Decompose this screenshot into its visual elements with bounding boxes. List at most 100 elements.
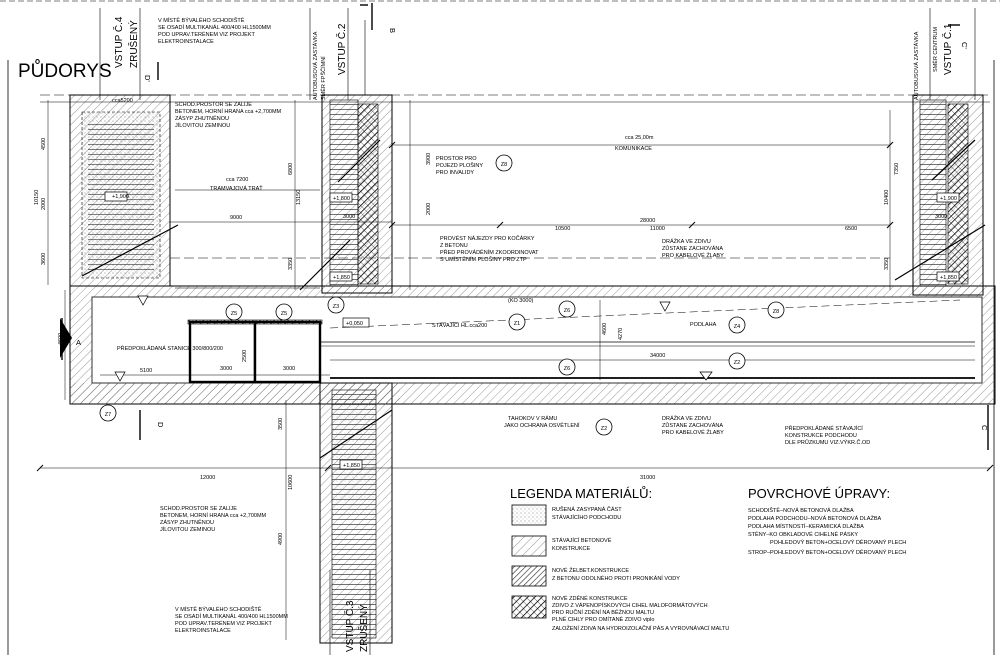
svg-text:ZÁSYP ZHUTNĚNOU: ZÁSYP ZHUTNĚNOU (175, 114, 229, 122)
svg-text:POJEZD PLOŠINY: POJEZD PLOŠINY (436, 162, 483, 169)
svg-text:10150: 10150 (34, 190, 40, 205)
section-d-prime: D' (143, 75, 152, 82)
svg-text:cca5200: cca5200 (112, 98, 133, 104)
entrance-c1-label: VSTUP Č.1 (941, 23, 954, 75)
svg-text:ZŮSTANE ZACHOVÁNA: ZŮSTANE ZACHOVÁNA (662, 422, 723, 429)
svg-text:10400: 10400 (884, 190, 890, 205)
bus-stop-right: AUTOBUSOVÁ ZASTÁVKA (913, 31, 920, 100)
svg-text:12000: 12000 (200, 475, 215, 481)
svg-text:POHLEDOVÝ BETON+OCELOVÝ DĚROVA: POHLEDOVÝ BETON+OCELOVÝ DĚROVANÝ PLECH (770, 538, 906, 546)
station-label: PŘEDPOKLÁDANÁ STANICE 300/800/200 (117, 344, 223, 352)
svg-text:V MÍSTĚ BÝVALÉHO SCHODIŠTĚ: V MÍSTĚ BÝVALÉHO SCHODIŠTĚ (175, 605, 262, 613)
road-width: cca 25,00m (625, 135, 654, 141)
svg-text:4600: 4600 (602, 323, 608, 335)
section-c: C (980, 425, 989, 431)
svg-text:POD UPRAV.TERÉNEM VIZ PROJEKT: POD UPRAV.TERÉNEM VIZ PROJEKT (175, 620, 273, 627)
legend-item-2: STÁVAJÍCÍ BETONOVÉ KONSTRUKCE (552, 537, 612, 552)
svg-text:PROSTOR PRO: PROSTOR PRO (436, 156, 477, 162)
svg-text:9000: 9000 (230, 215, 242, 221)
svg-text:PRO KABELOVÉ ŽLABY: PRO KABELOVÉ ŽLABY (662, 251, 724, 259)
svg-text:PLNÉ CIHLY PRO OMÍTANÉ ZDIVO: PLNÉ CIHLY PRO OMÍTANÉ ZDIVO viplo (552, 616, 654, 623)
svg-text:3000: 3000 (220, 366, 232, 372)
entrance-c3-label: VSTUP Č.3 (343, 600, 356, 652)
svg-text:2000: 2000 (426, 203, 432, 215)
note-bottom-fill: SCHOD.PROSTOR SE ZALIJE BETONEM, HORNÍ H… (160, 506, 267, 533)
svg-text:+1,850: +1,850 (343, 463, 360, 469)
svg-text:Z1: Z1 (514, 321, 520, 327)
svg-text:JAKO OCHRANA OSVĚTLENÍ: JAKO OCHRANA OSVĚTLENÍ (504, 421, 580, 429)
svg-text:BETONEM, HORNÍ HRANA cca +2,70: BETONEM, HORNÍ HRANA cca +2,700MM (160, 512, 267, 519)
svg-text:Z7: Z7 (105, 412, 111, 418)
svg-text:TAHOKOV V RÁMU: TAHOKOV V RÁMU (508, 415, 557, 422)
svg-text:STÁVAJÍCÍHO PODCHODU: STÁVAJÍCÍHO PODCHODU (552, 514, 621, 521)
surfaces-title: POVRCHOVÉ ÚPRAVY: (748, 486, 890, 501)
svg-text:SE OSADÍ MULTIKANÁL 400/400 HL: SE OSADÍ MULTIKANÁL 400/400 HL1500MM (158, 24, 271, 31)
svg-text:Z5: Z5 (231, 311, 237, 317)
svg-text:7350: 7350 (894, 163, 900, 175)
svg-text:2500: 2500 (242, 350, 248, 362)
svg-text:Z2: Z2 (734, 360, 740, 366)
svg-text:PROVÉST NÁJEZDY PRO KOČÁRKY: PROVÉST NÁJEZDY PRO KOČÁRKY (440, 235, 535, 242)
bus-stop-right-direction: SMĚR CENTRUM (931, 27, 939, 72)
section-d: D (156, 422, 165, 428)
svg-text:3000: 3000 (343, 214, 355, 220)
note-groove-bottom: DRÁŽKA VE ZDIVU ZŮSTANE ZACHOVÁNA PRO KA… (662, 414, 724, 436)
svg-text:STÁVAJÍCÍ BETONOVÉ: STÁVAJÍCÍ BETONOVÉ (552, 537, 612, 544)
svg-text:PODLAHA PODCHODU–NOVÁ BETONOVÁ: PODLAHA PODCHODU–NOVÁ BETONOVÁ DLAŽBA (748, 514, 881, 522)
svg-text:13150: 13150 (296, 190, 302, 205)
svg-text:KONSTRUKCE PODCHODU: KONSTRUKCE PODCHODU (785, 433, 857, 439)
svg-text:3600: 3600 (41, 253, 47, 265)
vertical-dimension-labels: 4500 10150 2000 3600 6800 13150 3350 390… (34, 138, 900, 545)
svg-text:+1,850: +1,850 (333, 275, 350, 281)
svg-text:4600: 4600 (58, 333, 64, 345)
note-platform: PROSTOR PRO POJEZD PLOŠINY PRO INVALIDY (436, 156, 483, 176)
svg-text:Z8: Z8 (773, 309, 779, 315)
floor-label: PODLAHA (690, 322, 717, 328)
tram-label: TRAMVAJOVÁ TRAŤ (210, 184, 263, 192)
plan-title: PŮDORYS (18, 60, 112, 82)
svg-text:STĚNY–KO OBKLADOVÉ CIHELNÉ PÁS: STĚNY–KO OBKLADOVÉ CIHELNÉ PÁSKY (748, 530, 858, 538)
bus-stop-left-direction: SMĚR FPŠČÍMNÍ (319, 56, 327, 100)
note-top-stair: V MÍSTĚ BÝVALÉHO SCHODIŠTĚ SE OSADÍ MULT… (158, 16, 271, 45)
svg-text:3000: 3000 (935, 214, 947, 220)
note-ramp: PROVÉST NÁJEZDY PRO KOČÁRKY Z BETONU PŘE… (440, 235, 539, 263)
svg-text:PŘED PROVÁDĚNÍM ZKOORDINOVAT: PŘED PROVÁDĚNÍM ZKOORDINOVAT (440, 248, 539, 256)
svg-text:Z BETONU: Z BETONU (440, 243, 468, 249)
svg-text:3350: 3350 (884, 258, 890, 270)
svg-text:ELEKTROINSTALACE: ELEKTROINSTALACE (175, 628, 231, 634)
svg-text:+1,850: +1,850 (940, 275, 957, 281)
svg-text:JÍLOVITOU ZEMINOU: JÍLOVITOU ZEMINOU (160, 526, 215, 533)
svg-text:Z6: Z6 (564, 366, 570, 372)
svg-text:ZALOŽENÍ ZDIVA NA HYDROIZOLAČN: ZALOŽENÍ ZDIVA NA HYDROIZOLAČNÍ PÁS A VY… (552, 624, 729, 632)
legend-item-1: RUŠENÁ ZASYPANÁ ČÁST STÁVAJÍCÍHO PODCHOD… (552, 506, 622, 521)
note-existing: PŘEDPOKLÁDANÉ STÁVAJÍCÍ KONSTRUKCE PODCH… (785, 424, 870, 446)
svg-text:+1,800: +1,800 (333, 196, 350, 202)
svg-text:PODLAHA MÍSTNOSTÍ–KERAMICKÁ DL: PODLAHA MÍSTNOSTÍ–KERAMICKÁ DLAŽBA (748, 522, 864, 530)
svg-text:4500: 4500 (41, 138, 47, 150)
svg-text:ZŮSTANE ZACHOVÁNA: ZŮSTANE ZACHOVÁNA (662, 245, 723, 252)
svg-text:4900: 4900 (278, 533, 284, 545)
svg-text:3000: 3000 (283, 366, 295, 372)
svg-text:SCHOD.PROSTOR SE ZALIJE: SCHOD.PROSTOR SE ZALIJE (160, 506, 237, 512)
section-b: B (388, 28, 397, 33)
svg-text:Z3: Z3 (333, 304, 339, 310)
svg-text:NOVÉ ŽELBET.KONSTRUKCE: NOVÉ ŽELBET.KONSTRUKCE (552, 566, 629, 574)
svg-text:+0,050: +0,050 (346, 321, 363, 327)
svg-text:10500: 10500 (555, 226, 570, 232)
svg-text:V MÍSTĚ BÝVALÉHO SCHODIŠTĚ: V MÍSTĚ BÝVALÉHO SCHODIŠTĚ (158, 16, 245, 24)
svg-text:+1,900: +1,900 (112, 194, 129, 200)
svg-text:DLE PRŮZKUMU VIZ.VÝKR.Č.OD: DLE PRŮZKUMU VIZ.VÝKR.Č.OD (785, 439, 870, 446)
svg-text:4270: 4270 (618, 328, 624, 340)
svg-text:PRO RUČNÍ ZDĚNÍ NA BĚŽNOU MALT: PRO RUČNÍ ZDĚNÍ NA BĚŽNOU MALTU (552, 608, 654, 616)
svg-text:S UMÍSTĚNÍM PLOŠINY PRO ZTP: S UMÍSTĚNÍM PLOŠINY PRO ZTP (440, 255, 527, 263)
section-a: A (76, 338, 81, 347)
entrance-c3-status: ZRUŠENÝ (357, 604, 370, 652)
svg-text:Z6: Z6 (564, 308, 570, 314)
svg-text:DRÁŽKA VE ZDIVU: DRÁŽKA VE ZDIVU (662, 237, 711, 245)
svg-text:POD UPRAV.TERÉNEM VIZ PROJEKT: POD UPRAV.TERÉNEM VIZ PROJEKT (158, 31, 256, 38)
svg-text:6500: 6500 (845, 226, 857, 232)
dimension-labels: 28000 10500 11000 6500 9000 34000 31000 … (112, 98, 957, 481)
svg-text:RUŠENÁ ZASYPANÁ ČÁST: RUŠENÁ ZASYPANÁ ČÁST (552, 506, 622, 513)
